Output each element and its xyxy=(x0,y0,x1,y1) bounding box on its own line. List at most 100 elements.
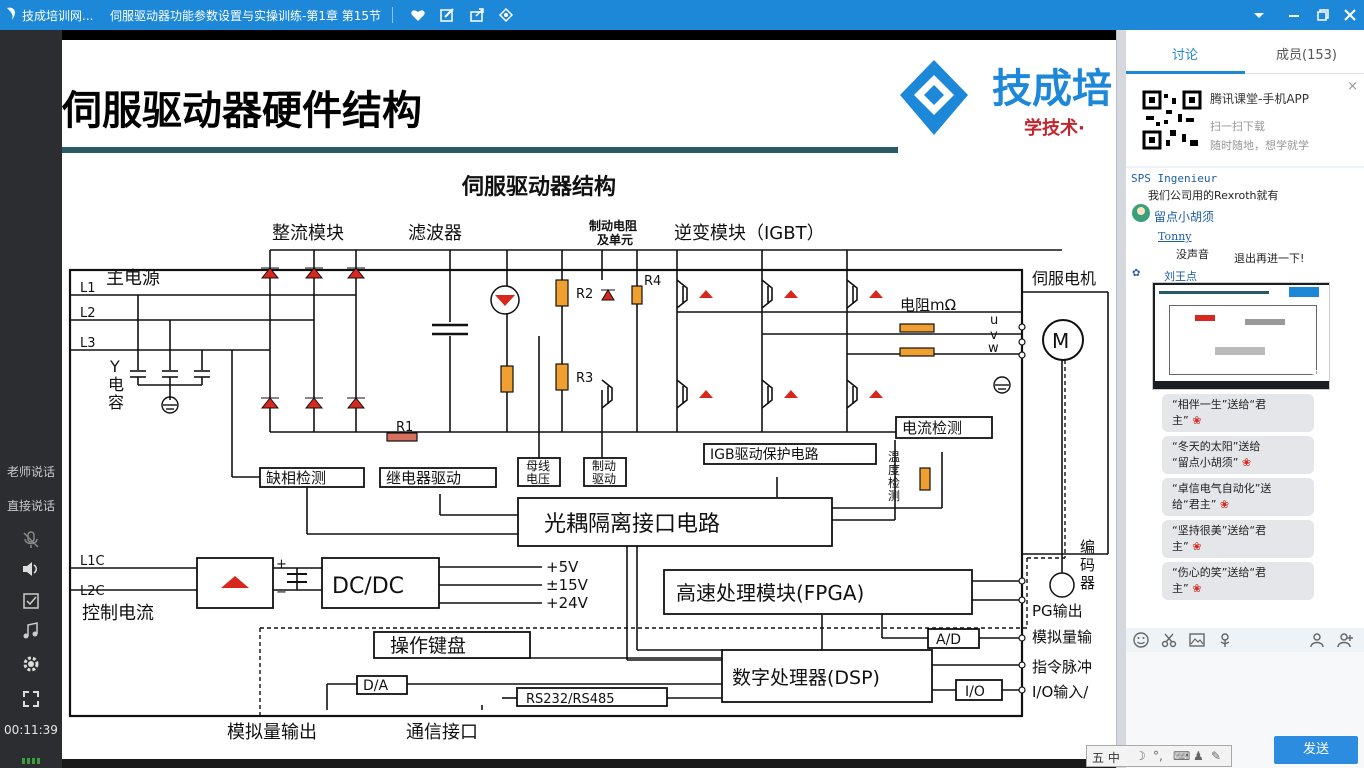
checkbox-icon[interactable] xyxy=(21,591,41,611)
label-io-io: I/O输入/ xyxy=(1032,683,1089,701)
chat-user[interactable]: Tonny xyxy=(1158,230,1192,243)
temp-label-3: 检 xyxy=(888,475,900,490)
zoom-icon[interactable]: ⊕ xyxy=(1311,367,1323,383)
chat-badge-icon: ✿ xyxy=(1132,268,1141,279)
encoder-label-2: 码 xyxy=(1080,556,1095,574)
promo-line-1: 扫一扫下载 xyxy=(1210,120,1265,133)
motor-symbol xyxy=(1042,319,1084,361)
label-brake-res-2: 及单元 xyxy=(597,232,633,247)
label-cap-2: 容 xyxy=(108,393,124,412)
chat-user[interactable]: 刘王点 xyxy=(1164,270,1197,283)
title-divider xyxy=(392,7,393,23)
direct-speak-button[interactable]: 直接说话 xyxy=(6,499,55,513)
ad-box: A/D xyxy=(936,632,961,648)
da-box: D/A xyxy=(363,678,388,694)
chat-user[interactable]: SPS Ingenieur xyxy=(1131,172,1218,185)
heading-rule xyxy=(62,147,898,153)
label-rectifier: 整流模块 xyxy=(272,223,344,244)
gift-message: “冬天的太阳”送给“留点小胡须” ❀ xyxy=(1162,436,1314,474)
user-icon[interactable] xyxy=(1308,631,1326,649)
teacher-speak-button[interactable]: 老师说话 xyxy=(6,465,55,479)
tab-members[interactable]: 成员(153) xyxy=(1276,48,1337,63)
diagram-wires xyxy=(68,249,1109,718)
flower-icon[interactable] xyxy=(1216,631,1234,649)
label-inverter: 逆变模块（IGBT） xyxy=(674,223,825,244)
chat-message: 没声音 xyxy=(1176,248,1209,261)
rs-box: RS232/RS485 xyxy=(526,692,615,707)
label-resistor-mohm: 电阻mΩ xyxy=(900,296,956,314)
resistors xyxy=(500,279,935,491)
label-filter: 滤波器 xyxy=(408,223,462,244)
label-analog-in: 模拟量输 xyxy=(1032,628,1092,646)
slide-heading: 伺服驱动器硬件结构 xyxy=(62,88,422,134)
motor-label: M xyxy=(1052,329,1069,353)
servo-driver-diagram: 伺服驱动器硬件结构 技成培 学技术· 伺服驱动器结构 xyxy=(62,60,1112,743)
led-indicator xyxy=(490,285,520,315)
terminal-dots xyxy=(1018,323,1026,694)
promo-close-button[interactable]: × xyxy=(1347,79,1358,94)
heart-icon[interactable] xyxy=(410,7,426,23)
control-diode xyxy=(221,576,249,588)
share-icon[interactable] xyxy=(469,7,485,23)
ime-moon-icon[interactable]: ☽ xyxy=(1135,749,1146,763)
ime-keyboard-icon[interactable]: ⌨ xyxy=(1173,749,1191,763)
app-logo-icon xyxy=(7,7,15,20)
ime-tools-icon[interactable]: ✎ xyxy=(1211,749,1222,763)
relay-drive-box: 继电器驱动 xyxy=(386,469,461,487)
fullscreen-icon[interactable] xyxy=(21,689,41,709)
edit-icon[interactable] xyxy=(439,7,455,23)
music-icon[interactable] xyxy=(21,621,41,641)
y-capacitors xyxy=(130,370,210,385)
label-r2: R2 xyxy=(576,287,593,302)
relay-resistor xyxy=(386,432,418,442)
temp-label-1: 温 xyxy=(888,450,900,464)
keypad-box: 操作键盘 xyxy=(390,635,466,657)
image-icon[interactable] xyxy=(1188,631,1206,649)
label-servo-motor: 伺服电机 xyxy=(1032,269,1096,288)
chevron-down-icon[interactable] xyxy=(1251,7,1267,23)
bus-voltage-1: 母线 xyxy=(526,459,550,473)
rose-icon: ❀ xyxy=(1188,414,1202,427)
brake-drive-2: 驱动 xyxy=(592,472,616,486)
encoder-symbol xyxy=(1049,572,1075,598)
current-detect-box: 电流检测 xyxy=(902,419,962,437)
fpga-box: 高速处理模块(FPGA) xyxy=(676,581,864,605)
right-panel: 讨论 成员(153) 腾讯课堂-手机APP 扫一扫下载 随时随地，想学就学 × … xyxy=(1126,30,1364,768)
label-cap-1: 电 xyxy=(108,375,124,394)
settings-icon[interactable] xyxy=(498,7,514,23)
label-control-current: 控制电流 xyxy=(82,603,154,624)
emoji-icon[interactable] xyxy=(1132,631,1150,649)
mic-muted-icon[interactable] xyxy=(21,530,41,550)
panel-splitter[interactable] xyxy=(1116,30,1126,768)
course-title: 伺服驱动器功能参数设置与实操训练-第1章 第15节 xyxy=(110,9,382,23)
bus-voltage-2: 电压 xyxy=(526,472,550,486)
add-user-icon[interactable] xyxy=(1336,631,1354,649)
avatar[interactable] xyxy=(1132,204,1150,222)
label-brake-res-1: 制动电阻 xyxy=(589,218,637,233)
encoder-label-3: 器 xyxy=(1080,574,1095,592)
ime-user-icon[interactable]: ♟ xyxy=(1193,749,1204,763)
chat-user[interactable]: 留点小胡须 xyxy=(1154,210,1215,224)
optocoupler-box: 光耦隔离接口电路 xyxy=(544,512,720,537)
ime-toolbar[interactable]: 五 中 ☽ °, ⌨ ♟ ✎ xyxy=(1086,745,1232,767)
minimize-icon[interactable] xyxy=(1286,7,1302,23)
ime-punct-icon[interactable]: °, xyxy=(1153,749,1163,763)
shared-screenshot[interactable]: ⊕ xyxy=(1152,282,1330,390)
scissors-icon[interactable] xyxy=(1160,631,1178,649)
send-button[interactable]: 发送 xyxy=(1274,736,1358,764)
restore-icon[interactable] xyxy=(1315,7,1331,23)
igb-protect-box: IGB驱动保护电路 xyxy=(710,447,819,463)
ime-mode-label[interactable]: 五 中 xyxy=(1092,751,1120,765)
diagram-title: 伺服驱动器结构 xyxy=(461,174,616,200)
gift-message: “伤心的笑”送给“君主” ❀ xyxy=(1162,562,1314,600)
tab-active-indicator xyxy=(1126,71,1245,74)
close-icon[interactable] xyxy=(1342,7,1358,23)
tab-discuss[interactable]: 讨论 xyxy=(1172,48,1199,63)
signal-bars-icon xyxy=(22,758,40,764)
gift-message: “相伴一生”送给“君主” ❀ xyxy=(1162,394,1314,432)
brand-logo xyxy=(900,60,968,135)
chat-toolbar xyxy=(1126,628,1364,652)
gear-icon[interactable] xyxy=(21,654,41,674)
speaker-icon[interactable] xyxy=(21,559,41,579)
chat-message: 我们公司用的Rexroth就有 xyxy=(1148,189,1279,202)
